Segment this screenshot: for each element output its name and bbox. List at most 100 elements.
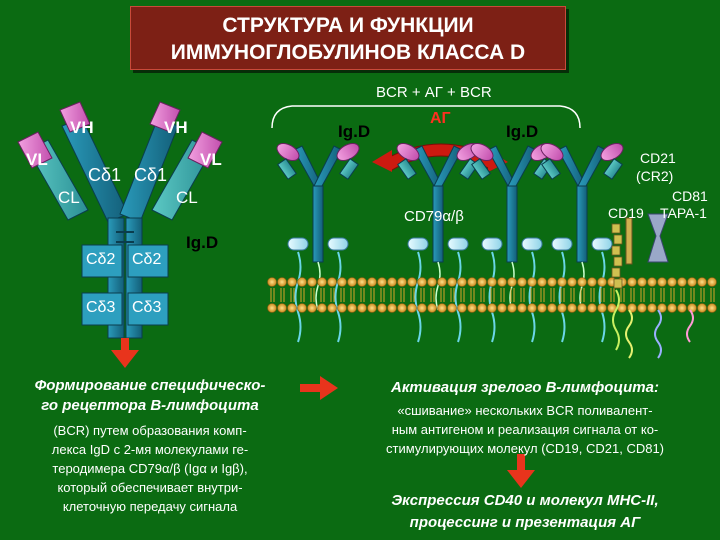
lipid-head [527,277,537,287]
bcr-light-chain [397,158,417,180]
lipid-head [407,277,417,287]
lipid-head [657,277,667,287]
lipid-head [287,303,297,313]
lipid-head [497,277,507,287]
cd19-molecule [625,217,633,265]
lipid-head [467,277,477,287]
lipid-head [567,277,577,287]
right-text-line-2: ным антигеном и реализация сигнала от ко… [391,422,659,437]
bcr-variable-tip [396,142,420,162]
cd79-beta [521,237,543,251]
lipid-head [557,303,567,313]
bcr-unit [276,142,360,343]
lipid-head [677,303,687,313]
lipid-head [537,277,547,287]
bcr-light-chain [277,158,297,180]
cd21-bead [613,256,623,267]
lipid-head [547,277,557,287]
lipid-head [277,303,287,313]
cd79-label: CD79α/β [404,208,464,225]
right-arrow-shaft [517,454,525,472]
coreceptor-complex [611,213,694,359]
cd1-left-label: Cδ1 [88,165,122,185]
lipid-head [347,303,357,313]
bcr-unit [540,142,624,343]
middle-arrow-head [320,376,338,400]
lipid-head [537,303,547,313]
cd79-beta [327,237,349,251]
lipid-head [437,277,447,287]
lipid-head [467,303,477,313]
cd79-alpha [551,237,573,251]
lipid-head [387,303,397,313]
cd79-beta [591,237,613,251]
cd79-tail [454,251,462,343]
lipid-head [417,277,427,287]
lipid-head [577,303,587,313]
lipid-head [407,303,417,313]
vl-left-label: VL [26,150,48,169]
cd1-right-label: Cδ1 [134,165,168,185]
cd79-tail [414,251,422,343]
bcr-bracket [271,105,581,129]
cd79-tail [488,251,496,343]
lipid-head [577,277,587,287]
lipid-head [397,277,407,287]
cd21-molecule [611,223,623,351]
lipid-head [337,277,347,287]
cd79-tail [294,251,302,343]
lipid-head [637,303,647,313]
bcr-stem [312,185,324,263]
lipid-head [397,303,407,313]
cd79-tail [598,251,606,343]
left-text-line-4: который обеспечивает внутри- [57,480,243,495]
bcr-tail [315,261,321,311]
tapa-label: TAPA-1 [660,205,707,221]
left-heading-1: Формирование специфическо- [34,377,266,394]
lipid-head [447,277,457,287]
bcr-tail [435,261,441,311]
igd-label: Ig.D [186,233,219,252]
lipid-head [687,303,697,313]
vl-left-tip [17,131,53,169]
cd19-label: CD19 [608,205,644,221]
cd2-left-domain [81,244,123,278]
lipid-head [647,277,657,287]
bcr-variable-tip [600,142,624,162]
vl-right-tip [187,131,223,169]
cd21-tail [612,289,620,351]
lipid-head [687,277,697,287]
cd3-left-label: Cδ3 [86,299,116,316]
lipid-head [497,303,507,313]
cd2-right-label: Cδ2 [132,251,162,268]
vh-right-tip [149,101,181,133]
lipid-head [557,277,567,287]
bcr-light-chain [603,158,623,180]
lipid-head [597,277,607,287]
left-text-line-1: (BCR) путем образования комп- [53,423,247,438]
lipid-head [707,277,717,287]
cd3-right-label: Cδ3 [132,299,162,316]
cd2-left-label: Cδ2 [86,251,116,268]
lipid-head [347,277,357,287]
title-box: СТРУКТУРА И ФУНКЦИИ ИММУНОГЛОБУЛИНОВ КЛА… [130,6,566,70]
lipid-head [437,303,447,313]
lipid-head [427,277,437,287]
right-bottom-line-1: Экспрессия CD40 и молекул МНС-II, [391,492,659,509]
left-text-line-2: лекса IgD с 2-мя молекулами ге- [51,442,249,457]
cd79-alpha [481,237,503,251]
cd21-label: CD21 [640,150,676,166]
lipid-head [647,303,657,313]
bcr-variable-tip [470,142,494,162]
cd79-tail [558,251,566,343]
cd79-beta [447,237,469,251]
igd-left-receptor-label: Ig.D [338,122,371,141]
lipid-head [667,277,677,287]
lipid-head [387,277,397,287]
bcr-variable-tip [336,142,360,162]
lipid-head [297,303,307,313]
cd79-alpha [407,237,429,251]
lipid-head [697,277,707,287]
lipid-head [487,303,497,313]
cr2-label: (CR2) [636,168,674,184]
